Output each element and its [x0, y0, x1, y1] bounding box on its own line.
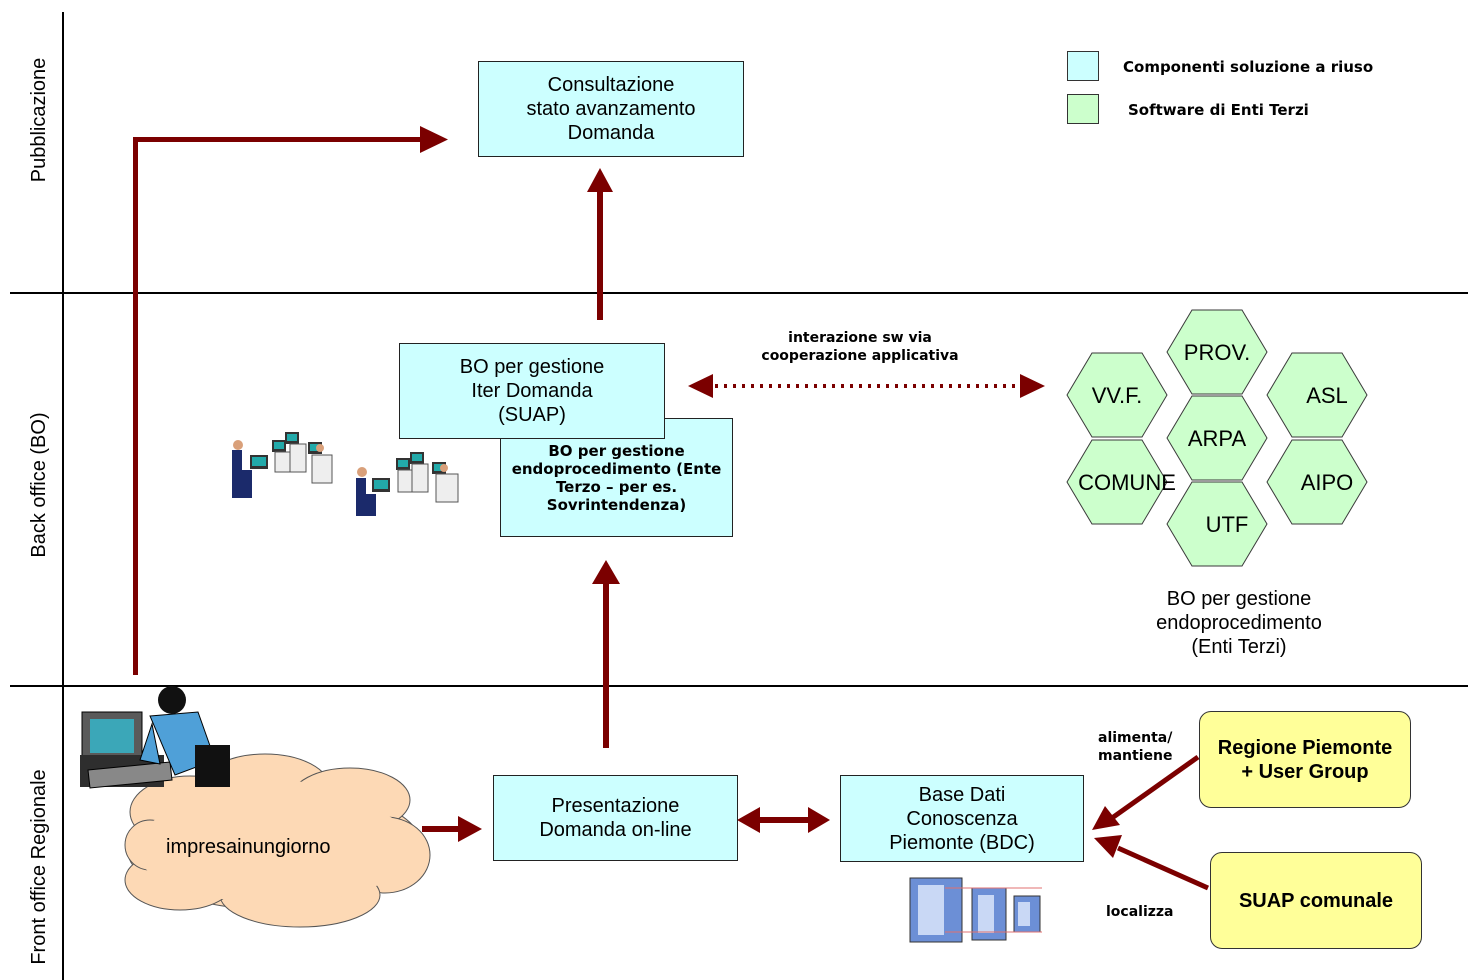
people-group-icon-1: [232, 432, 333, 498]
user-at-computer-icon: [80, 686, 230, 789]
arrow-left-vertical: [133, 137, 138, 675]
arrow-top-horizontal: [133, 137, 423, 142]
arrowhead-to-consultazione: [420, 126, 448, 153]
arrowhead-up-consultazione: [587, 168, 613, 192]
legend-label-riuso: Componenti soluzione a riuso: [1123, 58, 1374, 76]
legend-swatch-enti-terzi: [1067, 94, 1099, 124]
box-bo-suap[interactable]: BO per gestione Iter Domanda (SUAP): [399, 343, 665, 439]
lane-divider-top: [10, 292, 1468, 294]
hex-comune: [1066, 439, 1168, 525]
hex-label-utf: UTF: [1205, 512, 1249, 537]
hex-label-asl: ASL: [1306, 383, 1348, 408]
arrowhead-to-presentazione: [458, 816, 482, 842]
lane-divider-bottom: [10, 685, 1468, 687]
box-bdc[interactable]: Base Dati Conoscenza Piemonte (BDC): [840, 775, 1084, 862]
label-interazione: interazione sw via cooperazione applicat…: [761, 330, 959, 364]
arrowhead-to-presentazione-left: [737, 807, 760, 833]
lane-axis: [62, 12, 64, 980]
label-bo-enti-terzi: BO per gestione endoprocedimento (Enti T…: [1156, 588, 1322, 658]
hex-utf: [1166, 481, 1268, 567]
arrow-presentazione-to-bo: [603, 584, 609, 748]
arrowhead-dotted-left: [688, 374, 713, 398]
box-regione-piemonte[interactable]: Regione Piemonte + User Group: [1199, 711, 1411, 808]
arrow-cloud-to-presentazione: [422, 826, 460, 832]
arrowhead-up-bo: [592, 560, 620, 584]
hex-asl: [1266, 352, 1368, 438]
hex-label-aipo: AIPO: [1300, 470, 1354, 495]
arrowhead-dotted-right: [1020, 374, 1045, 398]
arrowhead-regione-bdc: [1092, 806, 1120, 830]
server-icon: [909, 877, 1042, 943]
arrow-regione-to-bdc: [1110, 754, 1200, 821]
arrowhead-to-bdc: [808, 807, 830, 833]
box-consultazione[interactable]: Consultazione stato avanzamento Domanda: [478, 61, 744, 157]
arrow-suap-to-bdc: [1116, 845, 1210, 891]
arrow-bo-to-consultazione: [597, 192, 603, 320]
legend-swatch-riuso: [1067, 51, 1099, 81]
label-cloud-impresainungiorno: impresainungiorno: [166, 836, 331, 858]
hex-label-comune: COMUNE: [1078, 470, 1176, 495]
hex-label-arpa: ARPA: [1187, 426, 1247, 451]
box-suap-comunale[interactable]: SUAP comunale: [1210, 852, 1422, 949]
hex-arpa: [1166, 395, 1268, 481]
legend-label-enti-terzi: Software di Enti Terzi: [1128, 101, 1309, 119]
label-localizza: localizza: [1106, 904, 1174, 920]
hex-prov: [1166, 309, 1268, 395]
hex-aipo: [1266, 439, 1368, 525]
arrowhead-suap-bdc: [1094, 835, 1122, 858]
label-alimenta-mantiene: alimenta/ mantiene: [1098, 730, 1173, 764]
hex-label-prov: PROV.: [1183, 340, 1251, 365]
arrow-presentazione-bdc: [758, 817, 810, 823]
hex-vvf: [1066, 352, 1168, 438]
people-group-icon-2: [356, 452, 459, 516]
box-presentazione[interactable]: Presentazione Domanda on-line: [493, 775, 738, 861]
hex-label-vvf: VV.F.: [1091, 383, 1143, 408]
